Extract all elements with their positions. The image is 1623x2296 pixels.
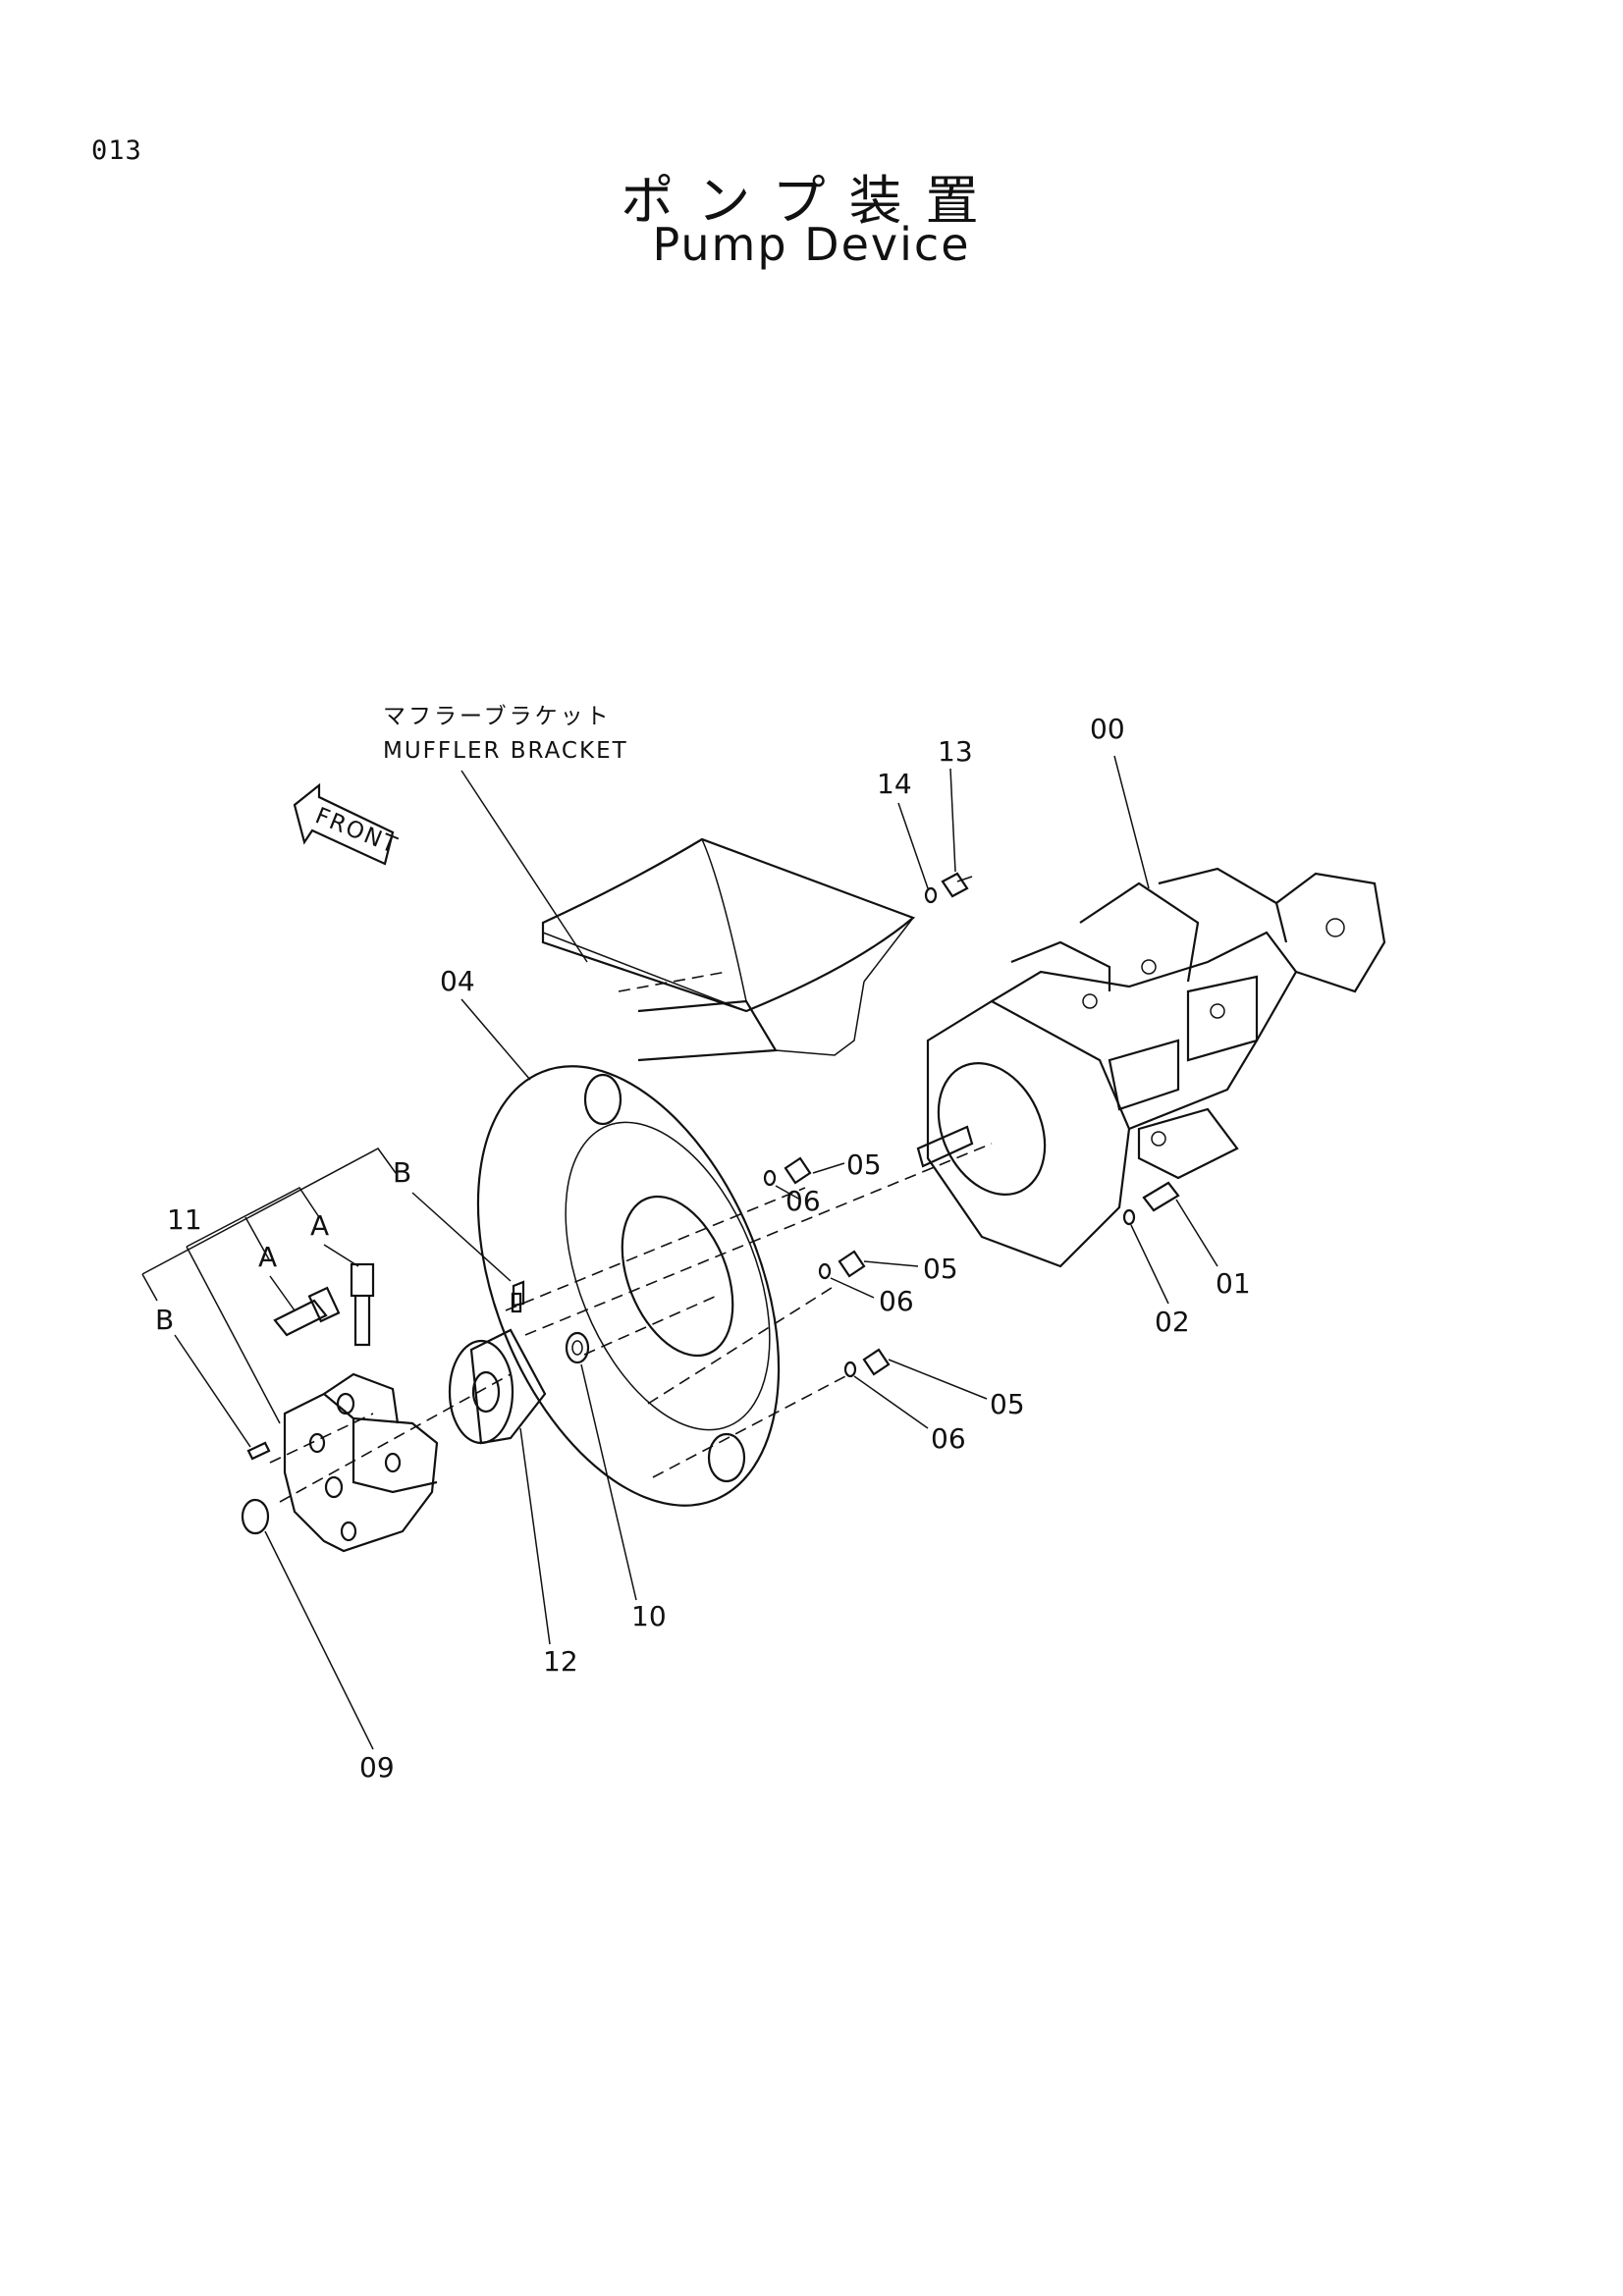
page-title-japanese: ポンプ装置 — [621, 170, 1002, 232]
part-13-label: 13 — [938, 735, 973, 768]
part-06-upper-label: 06 — [785, 1185, 821, 1217]
ref-b-right-label: B — [393, 1156, 411, 1189]
bolt-05-upper-part — [763, 1156, 812, 1187]
flexible-coupling-part — [283, 1372, 439, 1553]
page-number: 013 — [91, 135, 142, 166]
bolt-a-horizontal-part — [273, 1286, 341, 1337]
part-06-lower-label: 06 — [931, 1422, 966, 1455]
part-05-middle-label: 05 — [923, 1253, 958, 1285]
part-05-lower-label: 05 — [990, 1388, 1025, 1420]
plug-09-part — [241, 1498, 270, 1535]
part-14-label: 14 — [877, 768, 912, 800]
front-arrow-icon: FRONT — [293, 782, 402, 866]
muffler-bracket-en-label: MUFFLER BRACKET — [383, 738, 628, 764]
part-06-middle-label: 06 — [879, 1285, 914, 1317]
part-09-label: 09 — [359, 1751, 395, 1784]
main-pump-part — [916, 867, 1386, 1268]
muffler-bracket-jp-label: マフラーブラケット — [383, 704, 612, 729]
flange-plate-part — [476, 1065, 781, 1507]
pin-b-left-part — [246, 1441, 271, 1461]
part-10-label: 10 — [631, 1600, 667, 1632]
muffler-bracket-part — [541, 837, 916, 1062]
part-12-label: 12 — [543, 1645, 578, 1678]
bolt-05-middle-part — [818, 1250, 866, 1280]
part-11-label: 11 — [167, 1203, 202, 1236]
seal-10-part — [565, 1331, 590, 1364]
part-00-label: 00 — [1090, 713, 1125, 745]
ref-b-left-label: B — [155, 1304, 174, 1336]
page-title-english: Pump Device — [652, 218, 971, 271]
bolt-a-vertical-part — [350, 1262, 375, 1347]
bolt-05-lower-part — [843, 1348, 891, 1378]
bolt-13-part — [941, 872, 973, 898]
ref-a-right-label: A — [310, 1209, 329, 1242]
bolt-01-part — [1122, 1181, 1180, 1226]
washer-14-part — [924, 886, 938, 904]
part-02-label: 02 — [1155, 1306, 1190, 1338]
part-05-upper-label: 05 — [846, 1148, 882, 1181]
part-01-label: 01 — [1216, 1267, 1251, 1300]
part-04-label: 04 — [440, 965, 475, 997]
